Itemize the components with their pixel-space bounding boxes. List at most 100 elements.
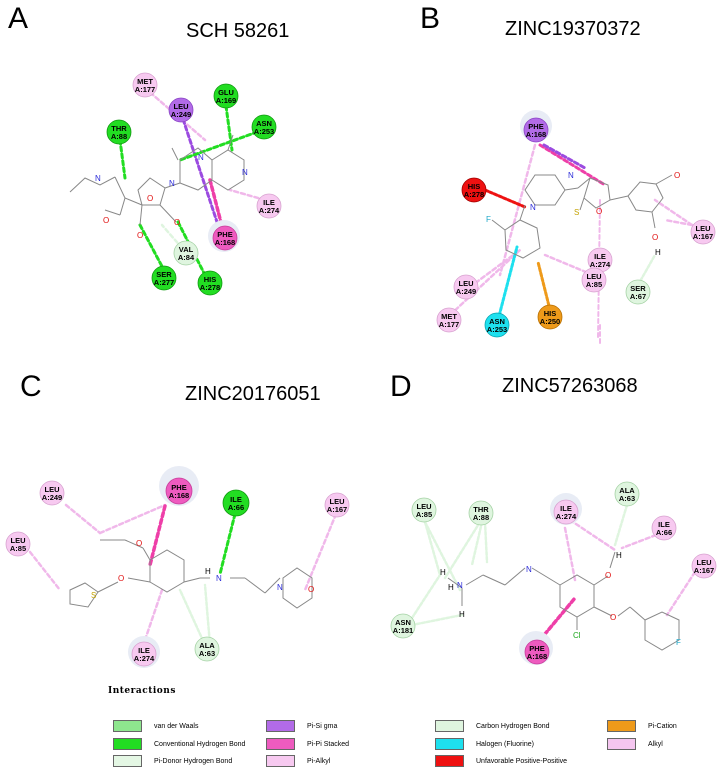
residue-phe-168: PHE A:168 [159, 466, 199, 506]
atom-hydrogen-label: H [205, 567, 211, 576]
hydrogen-bond-interaction [138, 223, 167, 274]
alkyl-interaction [568, 518, 617, 552]
legend-swatch [607, 720, 636, 732]
ligand-d-skeleton [447, 551, 680, 651]
residue-ile-274: ILE A:274 [550, 493, 582, 525]
pi-alkyl-interaction [143, 588, 164, 642]
svg-text:A:278: A:278 [200, 283, 220, 292]
atom-nitrogen-label: N [526, 565, 532, 574]
svg-text:LEU: LEU [174, 102, 189, 111]
residue-his-278: HIS A:278 [197, 270, 223, 296]
svg-text:A:88: A:88 [473, 513, 489, 522]
residue-phe-168: PHE A:168 [208, 220, 240, 252]
panel-c-title: ZINC20176051 [185, 383, 321, 405]
residue-leu-167: LEU A:167 [690, 219, 716, 245]
atom-oxygen-label: O [147, 194, 153, 203]
svg-text:A:250: A:250 [540, 317, 560, 326]
residue-asn-181: ASN A:181 [390, 613, 416, 639]
alkyl-interaction [303, 512, 338, 592]
residue-asn-253: ASN A:253 [251, 114, 277, 140]
alkyl-interaction [448, 248, 522, 317]
svg-text:ASN: ASN [395, 618, 411, 627]
pi-sigma-interaction [179, 111, 220, 227]
svg-text:ILE: ILE [263, 198, 275, 207]
svg-text:LEU: LEU [45, 485, 60, 494]
svg-text:A:85: A:85 [586, 280, 602, 289]
atom-chlorine-label: Cl [573, 631, 581, 640]
atom-oxygen-label: O [137, 231, 143, 240]
residue-leu-249: LEU A:249 [453, 274, 479, 300]
residue-leu-167: LEU A:167 [324, 492, 350, 518]
residue-ile-66: ILE A:66 [651, 515, 677, 541]
carbon-hbond-interaction [423, 520, 442, 577]
svg-text:SER: SER [630, 284, 646, 293]
svg-text:LEU: LEU [417, 502, 432, 511]
atom-oxygen-label: O [674, 171, 680, 180]
atom-fluorine-label: F [486, 215, 491, 224]
svg-text:PHE: PHE [171, 483, 186, 492]
svg-text:A:168: A:168 [215, 238, 235, 247]
svg-text:A:85: A:85 [416, 510, 432, 519]
residue-ile-274: ILE A:274 [587, 247, 613, 273]
svg-text:HIS: HIS [544, 309, 557, 318]
carbon-hbond-interaction [410, 613, 464, 627]
residue-phe-168: PHE A:168 [520, 110, 552, 143]
residue-met-177: MET A:177 [132, 72, 158, 98]
pi-pi-stacked-interaction [538, 143, 607, 187]
legend-swatch [435, 720, 464, 732]
svg-text:A:169: A:169 [216, 96, 236, 105]
legend-label: Conventional Hydrogen Bond [154, 740, 246, 748]
panel-b-letter: B [420, 2, 441, 35]
unfavorable-interaction [483, 188, 527, 209]
pi-alkyl-interaction [498, 143, 537, 277]
residue-leu-85: LEU A:85 [5, 531, 31, 557]
panel-b-title: ZINC19370372 [505, 18, 641, 40]
legend-swatch [266, 720, 295, 732]
atom-nitrogen-label: N [457, 581, 463, 590]
svg-text:A:181: A:181 [393, 626, 413, 635]
residue-his-278: HIS A:278 [461, 177, 487, 203]
panel-d-title: ZINC57263068 [502, 375, 638, 397]
svg-text:HIS: HIS [468, 182, 481, 191]
legend-label: Pi-Alkyl [307, 757, 331, 765]
legend-swatch [113, 755, 142, 767]
legend-item-pi-pi-stacked: Pi-Pi Stacked [266, 738, 349, 750]
svg-text:A:67: A:67 [630, 292, 646, 301]
svg-text:PHE: PHE [528, 122, 543, 131]
pi-alkyl-interaction [98, 503, 167, 535]
pi-alkyl-interaction [563, 526, 577, 582]
svg-text:ILE: ILE [658, 520, 670, 529]
residue-leu-249: LEU A:249 [39, 480, 65, 506]
carbon-hbond-interaction [483, 520, 489, 564]
alkyl-interaction [653, 198, 694, 227]
svg-text:A:168: A:168 [526, 130, 546, 139]
panel-d-letter: D [390, 370, 412, 403]
legend-label: Pi-Pi Stacked [307, 740, 350, 748]
svg-text:LEU: LEU [459, 279, 474, 288]
residue-ile-274: ILE A:274 [256, 193, 282, 219]
residue-thr-88: THR A:88 [468, 500, 494, 526]
svg-text:ILE: ILE [138, 646, 150, 655]
legend-item-van-der-waals: van der Waals [113, 720, 198, 732]
svg-text:LEU: LEU [11, 536, 26, 545]
legend-label: Carbon Hydrogen Bond [476, 722, 550, 730]
legend-label: Pi-Donor Hydrogen Bond [154, 757, 233, 765]
svg-text:MET: MET [137, 77, 153, 86]
atom-fluorine-label: F [676, 638, 681, 647]
svg-text:PHE: PHE [529, 644, 544, 653]
atom-sulfur-label: S [91, 591, 96, 600]
carbon-hbond-interaction [613, 503, 629, 547]
atom-hydrogen-label: H [616, 551, 622, 560]
svg-text:A:168: A:168 [527, 652, 547, 661]
legend-title: Interactions [108, 686, 176, 696]
residue-ala-63: ALA A:63 [194, 636, 220, 662]
svg-text:ASN: ASN [489, 317, 505, 326]
atom-nitrogen-label: N [198, 153, 204, 162]
alkyl-interaction [663, 218, 694, 227]
atom-oxygen-label: O [118, 574, 124, 583]
residue-thr-88: THR A:88 [106, 119, 132, 145]
pi-cation-interaction [536, 260, 552, 312]
atom-oxygen-label: O [136, 539, 142, 548]
residue-glu-169: GLU A:169 [213, 83, 239, 109]
svg-text:LEU: LEU [587, 272, 602, 281]
